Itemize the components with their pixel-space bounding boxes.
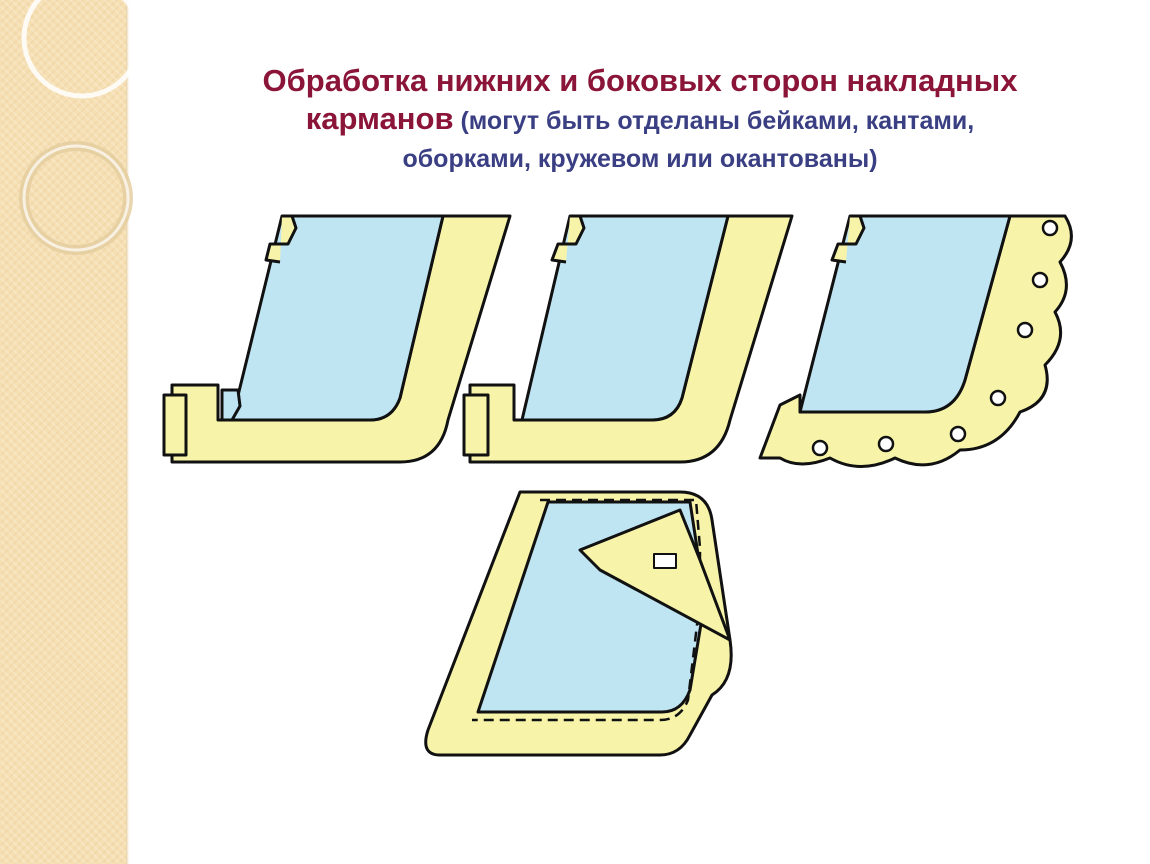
- pocket-panel: [230, 214, 445, 422]
- fig-edging: [424, 490, 733, 757]
- decorative-ring-1: [21, 0, 140, 99]
- folded-corner: [578, 508, 732, 642]
- top-fold: [830, 214, 866, 264]
- top-fold: [264, 214, 298, 264]
- corner-tab: [653, 553, 677, 569]
- title-line-2: карманов (могут быть отделаны бейками, к…: [140, 100, 1140, 140]
- title-line-2-sub: (могут быть отделаны бейками, кантами,: [453, 107, 975, 135]
- lace-holes: [811, 219, 1059, 457]
- fig-bias-binding: [162, 214, 512, 464]
- fig-lace-ruffle: [758, 214, 1073, 468]
- binding-end: [162, 393, 188, 457]
- title-line-2-main: карманов: [305, 101, 454, 136]
- side-fold: [220, 388, 242, 422]
- pocket-panel: [798, 214, 1012, 414]
- slide-title: Обработка нижних и боковых сторон наклад…: [140, 62, 1140, 178]
- fig-piping: [462, 214, 794, 464]
- decorative-rings: [19, 0, 140, 255]
- decorative-ring-2-highlight: [22, 144, 130, 252]
- piping-end: [462, 393, 490, 457]
- top-fold: [550, 214, 586, 264]
- title-line-1: Обработка нижних и боковых сторон наклад…: [262, 63, 1018, 98]
- pocket-panel: [520, 214, 730, 422]
- title-line-3: оборками, кружевом или окантованы): [402, 145, 878, 173]
- side-strip-edge: [126, 0, 129, 864]
